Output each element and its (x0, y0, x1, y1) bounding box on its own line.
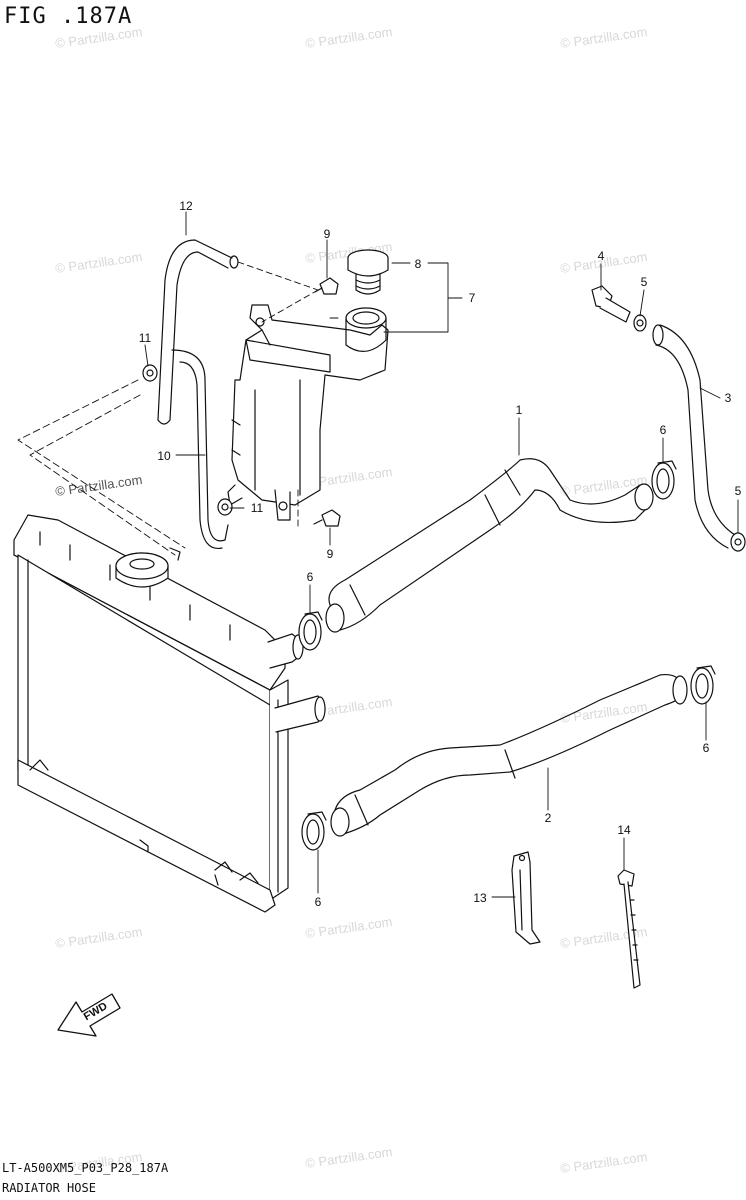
section-name: RADIATOR HOSE (2, 1181, 96, 1195)
tie-14 (617, 869, 641, 989)
callout-11: 11 (139, 331, 152, 345)
hose-clamp (301, 811, 327, 851)
callout-6: 6 (307, 570, 314, 584)
callout-3: 3 (725, 391, 732, 405)
callout-6: 6 (660, 423, 667, 437)
hose-10 (171, 349, 229, 550)
callout-6: 6 (315, 895, 322, 909)
callout-numbers: 12 9 8 7 4 5 3 11 10 1 6 11 5 9 6 6 2 14… (139, 199, 742, 909)
bolt-9 (314, 277, 339, 295)
reservoir-tank (227, 304, 389, 521)
figure-title: FIG .187A (4, 4, 133, 29)
hose-12 (157, 239, 239, 425)
small-clip (217, 498, 233, 516)
callout-1: 1 (516, 403, 523, 417)
callout-8: 8 (415, 257, 422, 271)
hose-3 (652, 324, 736, 549)
callout-6: 6 (703, 741, 710, 755)
drawing-code: LT-A500XM5_P03_P28_187A (2, 1161, 169, 1175)
fitting-4 (591, 285, 631, 323)
small-clamp (730, 532, 746, 552)
callout-7: 7 (469, 291, 476, 305)
callout-9: 9 (324, 227, 331, 241)
hose-1 (325, 458, 654, 633)
reservoir-cap (347, 249, 389, 295)
callout-13: 13 (473, 891, 487, 905)
callout-12: 12 (179, 199, 193, 213)
bolt-9 (313, 509, 341, 527)
small-clip (142, 364, 158, 382)
callout-5: 5 (641, 275, 648, 289)
callout-4: 4 (598, 249, 605, 263)
callout-9: 9 (327, 547, 334, 561)
callout-2: 2 (545, 811, 552, 825)
hose-2 (330, 673, 688, 837)
small-clamp (633, 314, 647, 332)
hose-clamp (651, 460, 677, 500)
radiator (13, 514, 326, 913)
callout-10: 10 (157, 449, 171, 463)
strap-13 (511, 851, 541, 945)
leader-lines (17, 211, 739, 898)
hose-clamp (690, 665, 716, 705)
callout-11: 11 (251, 501, 264, 515)
callout-14: 14 (617, 823, 631, 837)
callout-5: 5 (735, 484, 742, 498)
hose-clamp (298, 611, 323, 651)
fwd-arrow-icon: FWD (57, 993, 121, 1037)
